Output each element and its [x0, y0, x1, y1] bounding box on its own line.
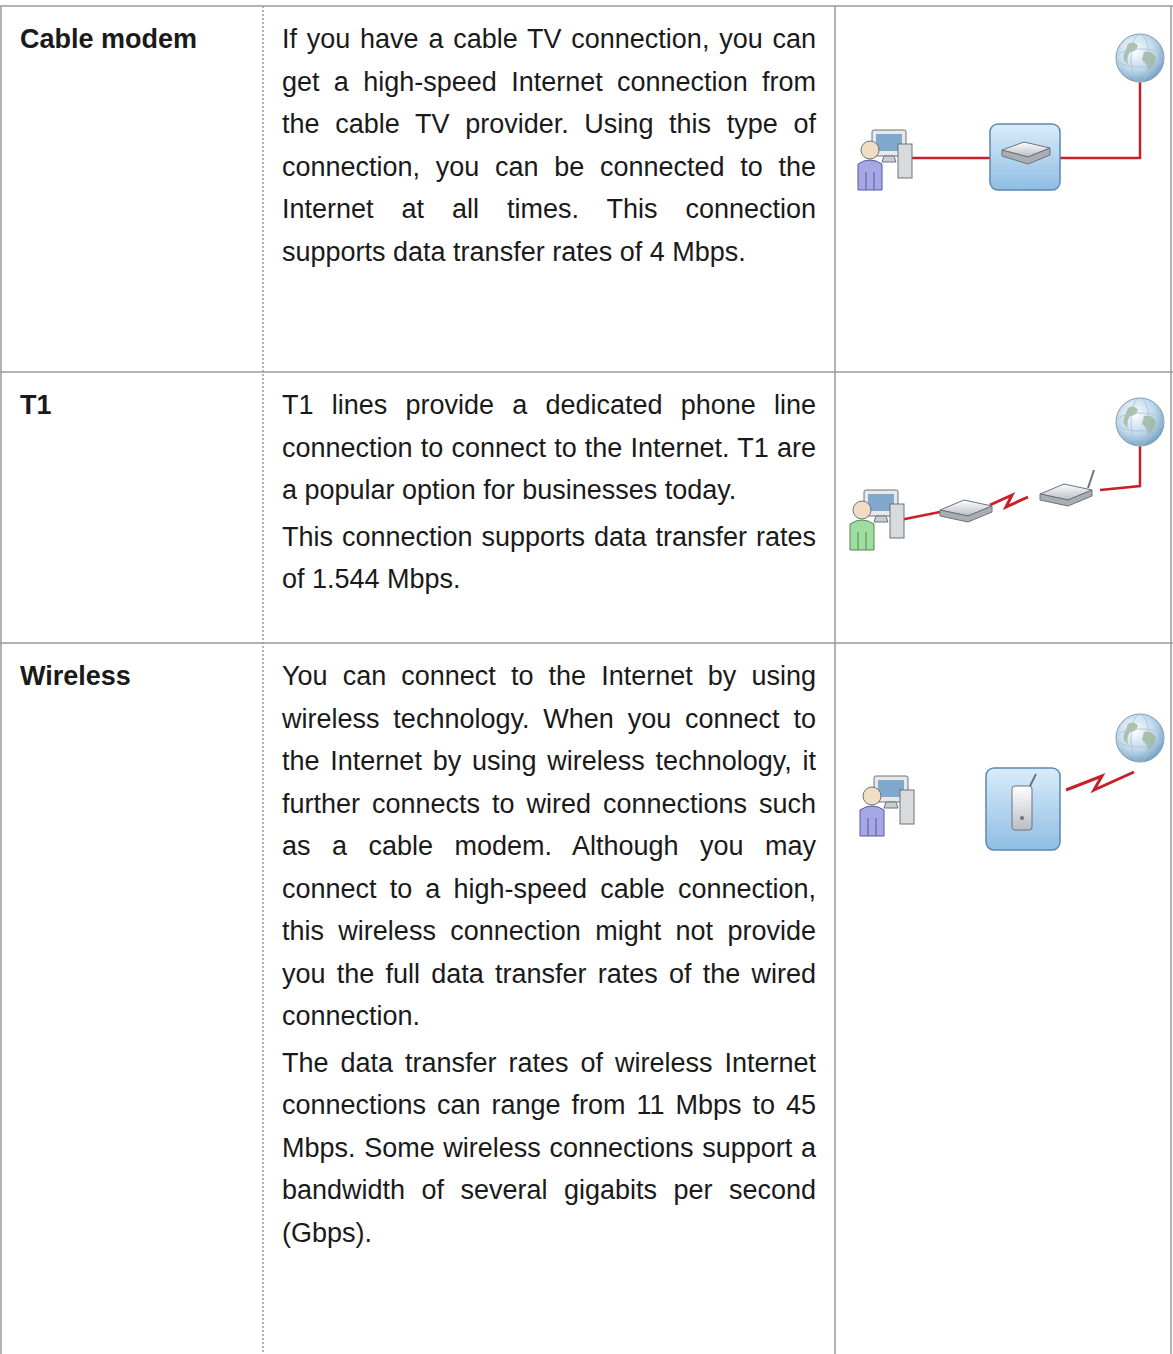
table-cell: T1 lines provide a dedicated phone line …: [266, 378, 832, 607]
t1-icon: [850, 398, 1164, 550]
table-cell: If you have a cable TV connection, you c…: [266, 12, 832, 279]
row-heading: Wireless: [20, 655, 246, 698]
row-description: T1 lines provide a dedicated phone line …: [282, 384, 816, 512]
grid-line: [0, 5, 1173, 7]
grid-line: [262, 6, 264, 1354]
table-cell: Cable modem: [6, 12, 260, 67]
grid-line: [0, 371, 1173, 373]
wireless-icon: [860, 714, 1164, 850]
row-description: You can connect to the Internet by using…: [282, 655, 816, 1038]
grid-line: [1170, 6, 1172, 1354]
row-description: The data transfer rates of wireless Inte…: [282, 1042, 816, 1255]
table-cell: You can connect to the Internet by using…: [266, 649, 832, 1260]
grid-line: [0, 6, 2, 1354]
row-heading: T1: [20, 384, 246, 427]
row-description: If you have a cable TV connection, you c…: [282, 18, 816, 273]
cable-modem-icon: [858, 34, 1164, 190]
grid-line: [0, 642, 1173, 644]
grid-line: [834, 6, 836, 1354]
row-description: This connection supports data transfer r…: [282, 516, 816, 601]
table-cell: T1: [6, 378, 260, 433]
table-cell: Wireless: [6, 649, 260, 704]
row-heading: Cable modem: [20, 18, 246, 61]
